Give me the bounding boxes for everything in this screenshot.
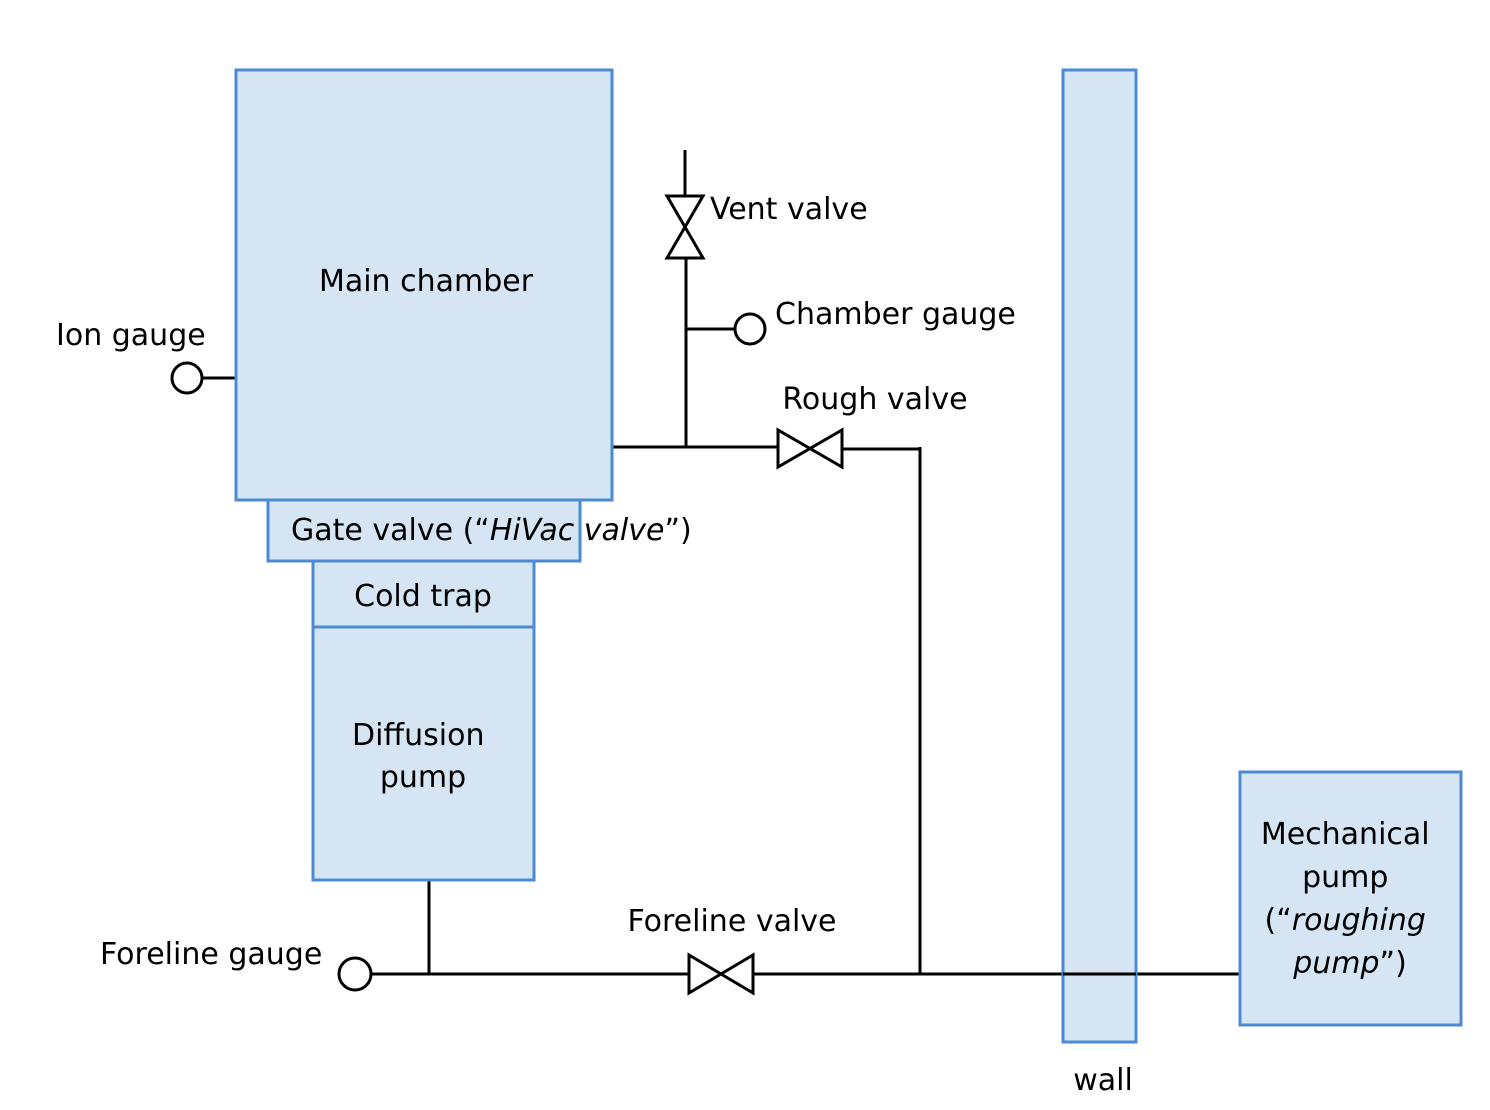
mechanical-pump-label-line2: pump bbox=[1302, 860, 1388, 895]
vent-valve-icon bbox=[664, 194, 706, 260]
mechanical-pump-label-line3-italic: roughing bbox=[1292, 903, 1426, 938]
mechanical-pump-label-line3: (“roughing bbox=[1265, 903, 1426, 938]
gate-valve-label-italic: HiVac valve bbox=[490, 513, 665, 548]
mechanical-pump-label-line3-prefix: (“ bbox=[1265, 903, 1292, 938]
diffusion-pump-label-line1: Diffusion bbox=[352, 718, 484, 753]
pipes bbox=[202, 150, 1240, 976]
gate-valve-label-prefix: Gate valve (“ bbox=[291, 513, 490, 548]
vent-valve-label: Vent valve bbox=[710, 192, 868, 227]
main-chamber bbox=[234, 68, 614, 502]
chamber-gauge-label: Chamber gauge bbox=[775, 297, 1016, 332]
diffusion-pump-label-line2: pump bbox=[380, 760, 466, 795]
cold-trap-label: Cold trap bbox=[354, 579, 492, 614]
mechanical-pump-label-line1: Mechanical bbox=[1261, 817, 1430, 852]
rough-valve-label: Rough valve bbox=[782, 382, 967, 417]
wall-label: wall bbox=[1073, 1063, 1133, 1098]
foreline-valve-label: Foreline valve bbox=[627, 904, 836, 939]
wall bbox=[1061, 68, 1138, 1044]
mechanical-pump bbox=[1238, 770, 1463, 1027]
foreline-gauge-label: Foreline gauge bbox=[100, 937, 322, 972]
diffusion-pump-label: Diffusion pump bbox=[352, 718, 494, 795]
mechanical-pump-label-line4-italic: pump bbox=[1292, 946, 1379, 981]
cold-trap bbox=[311, 559, 536, 629]
ion-gauge-label: Ion gauge bbox=[56, 318, 206, 353]
mechanical-pump-label: Mechanical pump (“roughing pump”) bbox=[1261, 817, 1439, 981]
gate-valve bbox=[266, 498, 582, 563]
foreline-gauge-icon bbox=[337, 956, 373, 992]
gate-valve-label: Gate valve (“HiVac valve”) bbox=[291, 513, 692, 548]
foreline-valve bbox=[687, 952, 755, 996]
mechanical-pump-label-line4: pump”) bbox=[1292, 946, 1407, 981]
diffusion-pump bbox=[311, 625, 536, 882]
ion-gauge-icon bbox=[170, 361, 204, 395]
rough-valve-icon bbox=[776, 427, 844, 470]
vent-valve bbox=[664, 194, 706, 260]
gate-valve-label-suffix: ”) bbox=[664, 513, 691, 548]
rough-valve bbox=[776, 427, 844, 470]
mechanical-pump-label-line4-suffix: ”) bbox=[1380, 946, 1407, 981]
main-chamber-label: Main chamber bbox=[319, 264, 534, 299]
foreline-valve-icon bbox=[687, 952, 755, 996]
chamber-gauge-icon bbox=[733, 312, 767, 346]
